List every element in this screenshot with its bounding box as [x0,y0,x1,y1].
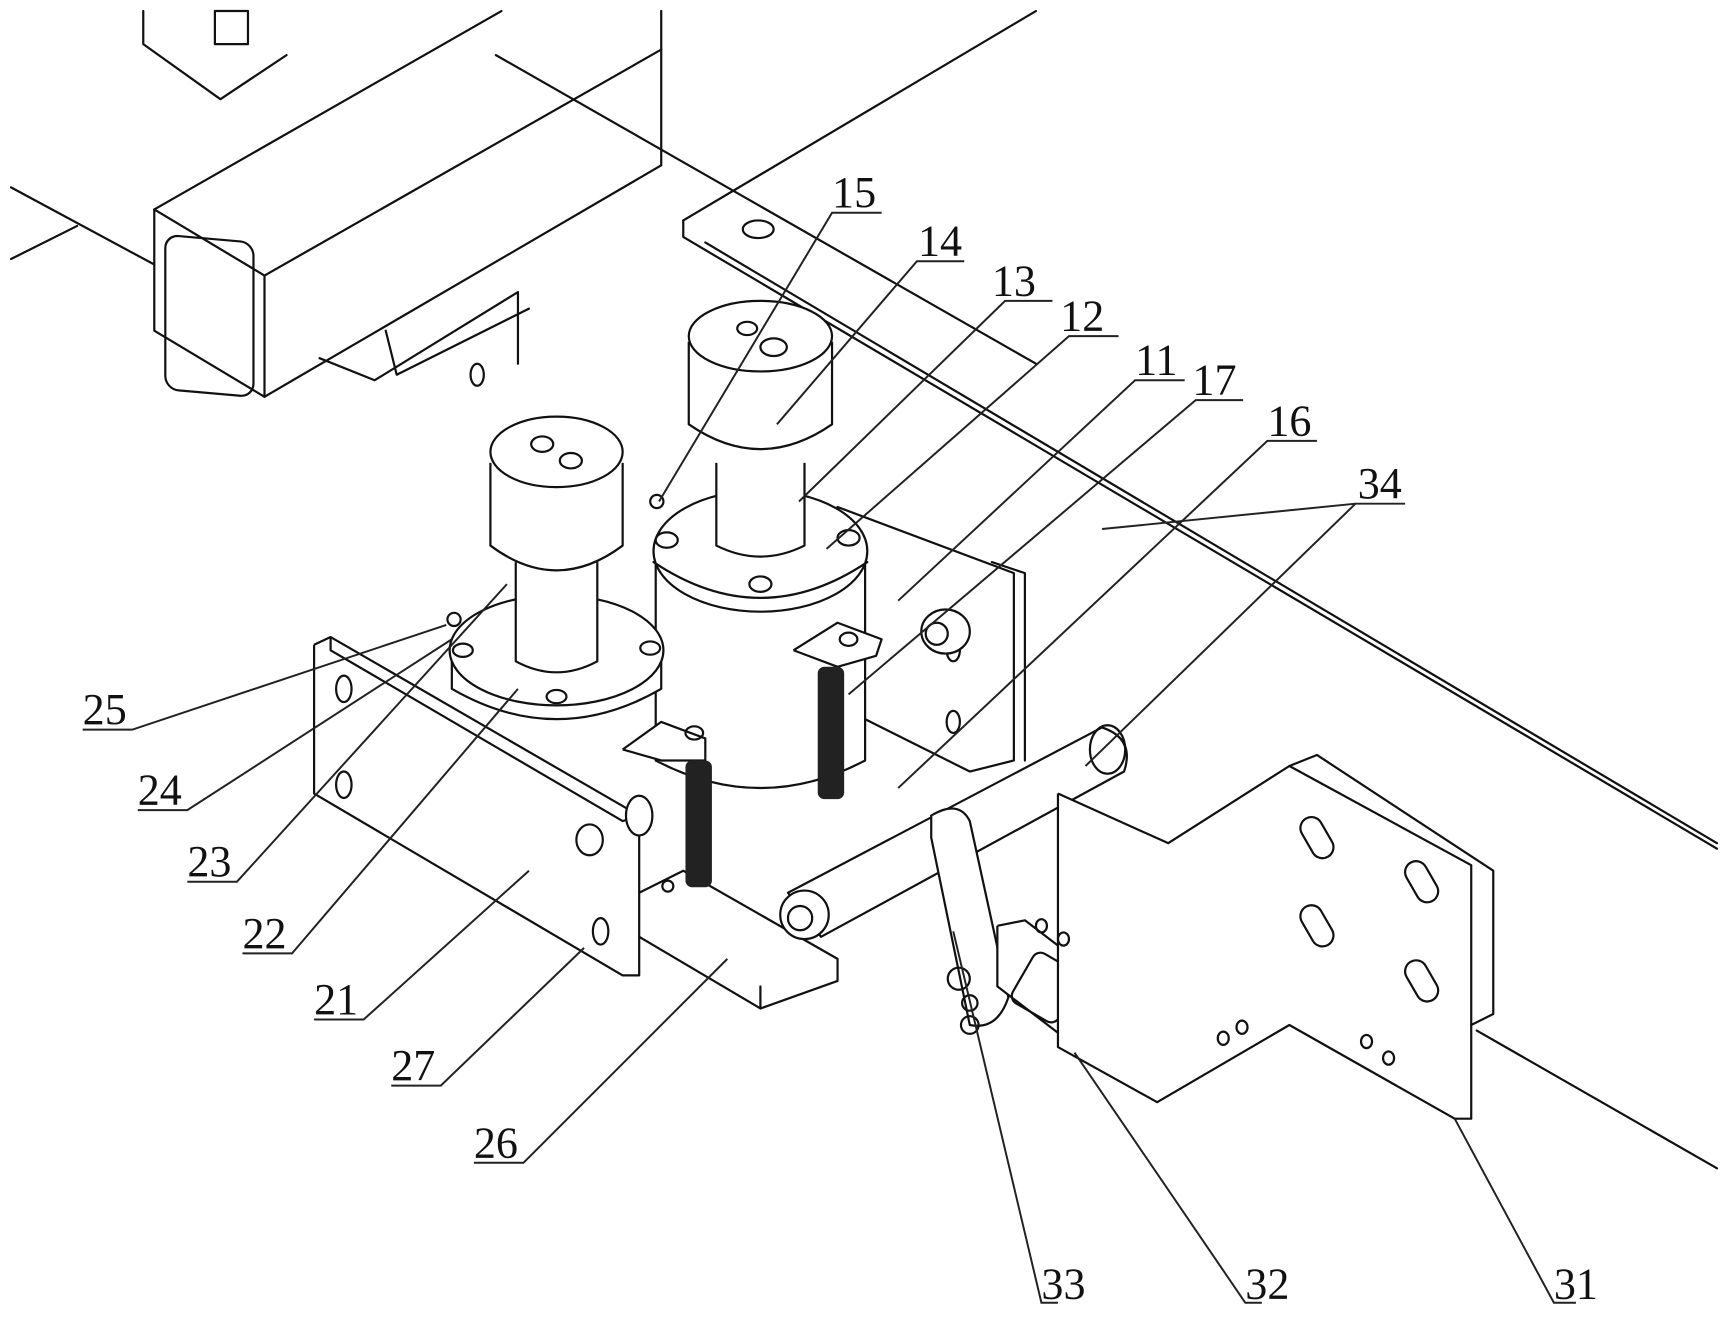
lock-cylinder-2 [446,415,665,721]
ref-label-24: 24 [138,766,182,815]
mounting-plate [1034,753,1495,1120]
ref-label-32: 32 [1245,1259,1289,1308]
rod-and-lever [779,724,1128,1035]
ref-label-27: 27 [391,1041,435,1090]
springs [622,621,883,888]
ref-label-26: 26 [474,1118,518,1167]
ref-label-23: 23 [187,837,231,886]
ref-label-21: 21 [314,975,358,1024]
lock-cylinder-1 [649,299,869,790]
ref-label-17: 17 [1192,356,1236,405]
bottom-plate [638,869,839,1010]
ref-label-15: 15 [832,168,876,217]
ref-label-14: 14 [918,217,962,266]
leader-lines [82,211,1576,1304]
ref-label-34: 34 [1358,459,1402,508]
ref-label-16: 16 [1267,396,1311,445]
ref-label-12: 12 [1060,292,1104,341]
ref-label-25: 25 [83,685,127,734]
ref-label-13: 13 [992,256,1036,305]
square-tube-beam [9,9,663,398]
ref-label-33: 33 [1041,1259,1085,1308]
ref-label-31: 31 [1554,1259,1598,1308]
ref-label-11: 11 [1135,336,1177,385]
rail-plate [494,9,1719,1170]
ref-label-22: 22 [242,909,286,958]
front-bracket [312,635,654,977]
reference-labels: 15 14 13 12 11 17 16 34 25 24 23 22 21 2… [83,168,1598,1308]
